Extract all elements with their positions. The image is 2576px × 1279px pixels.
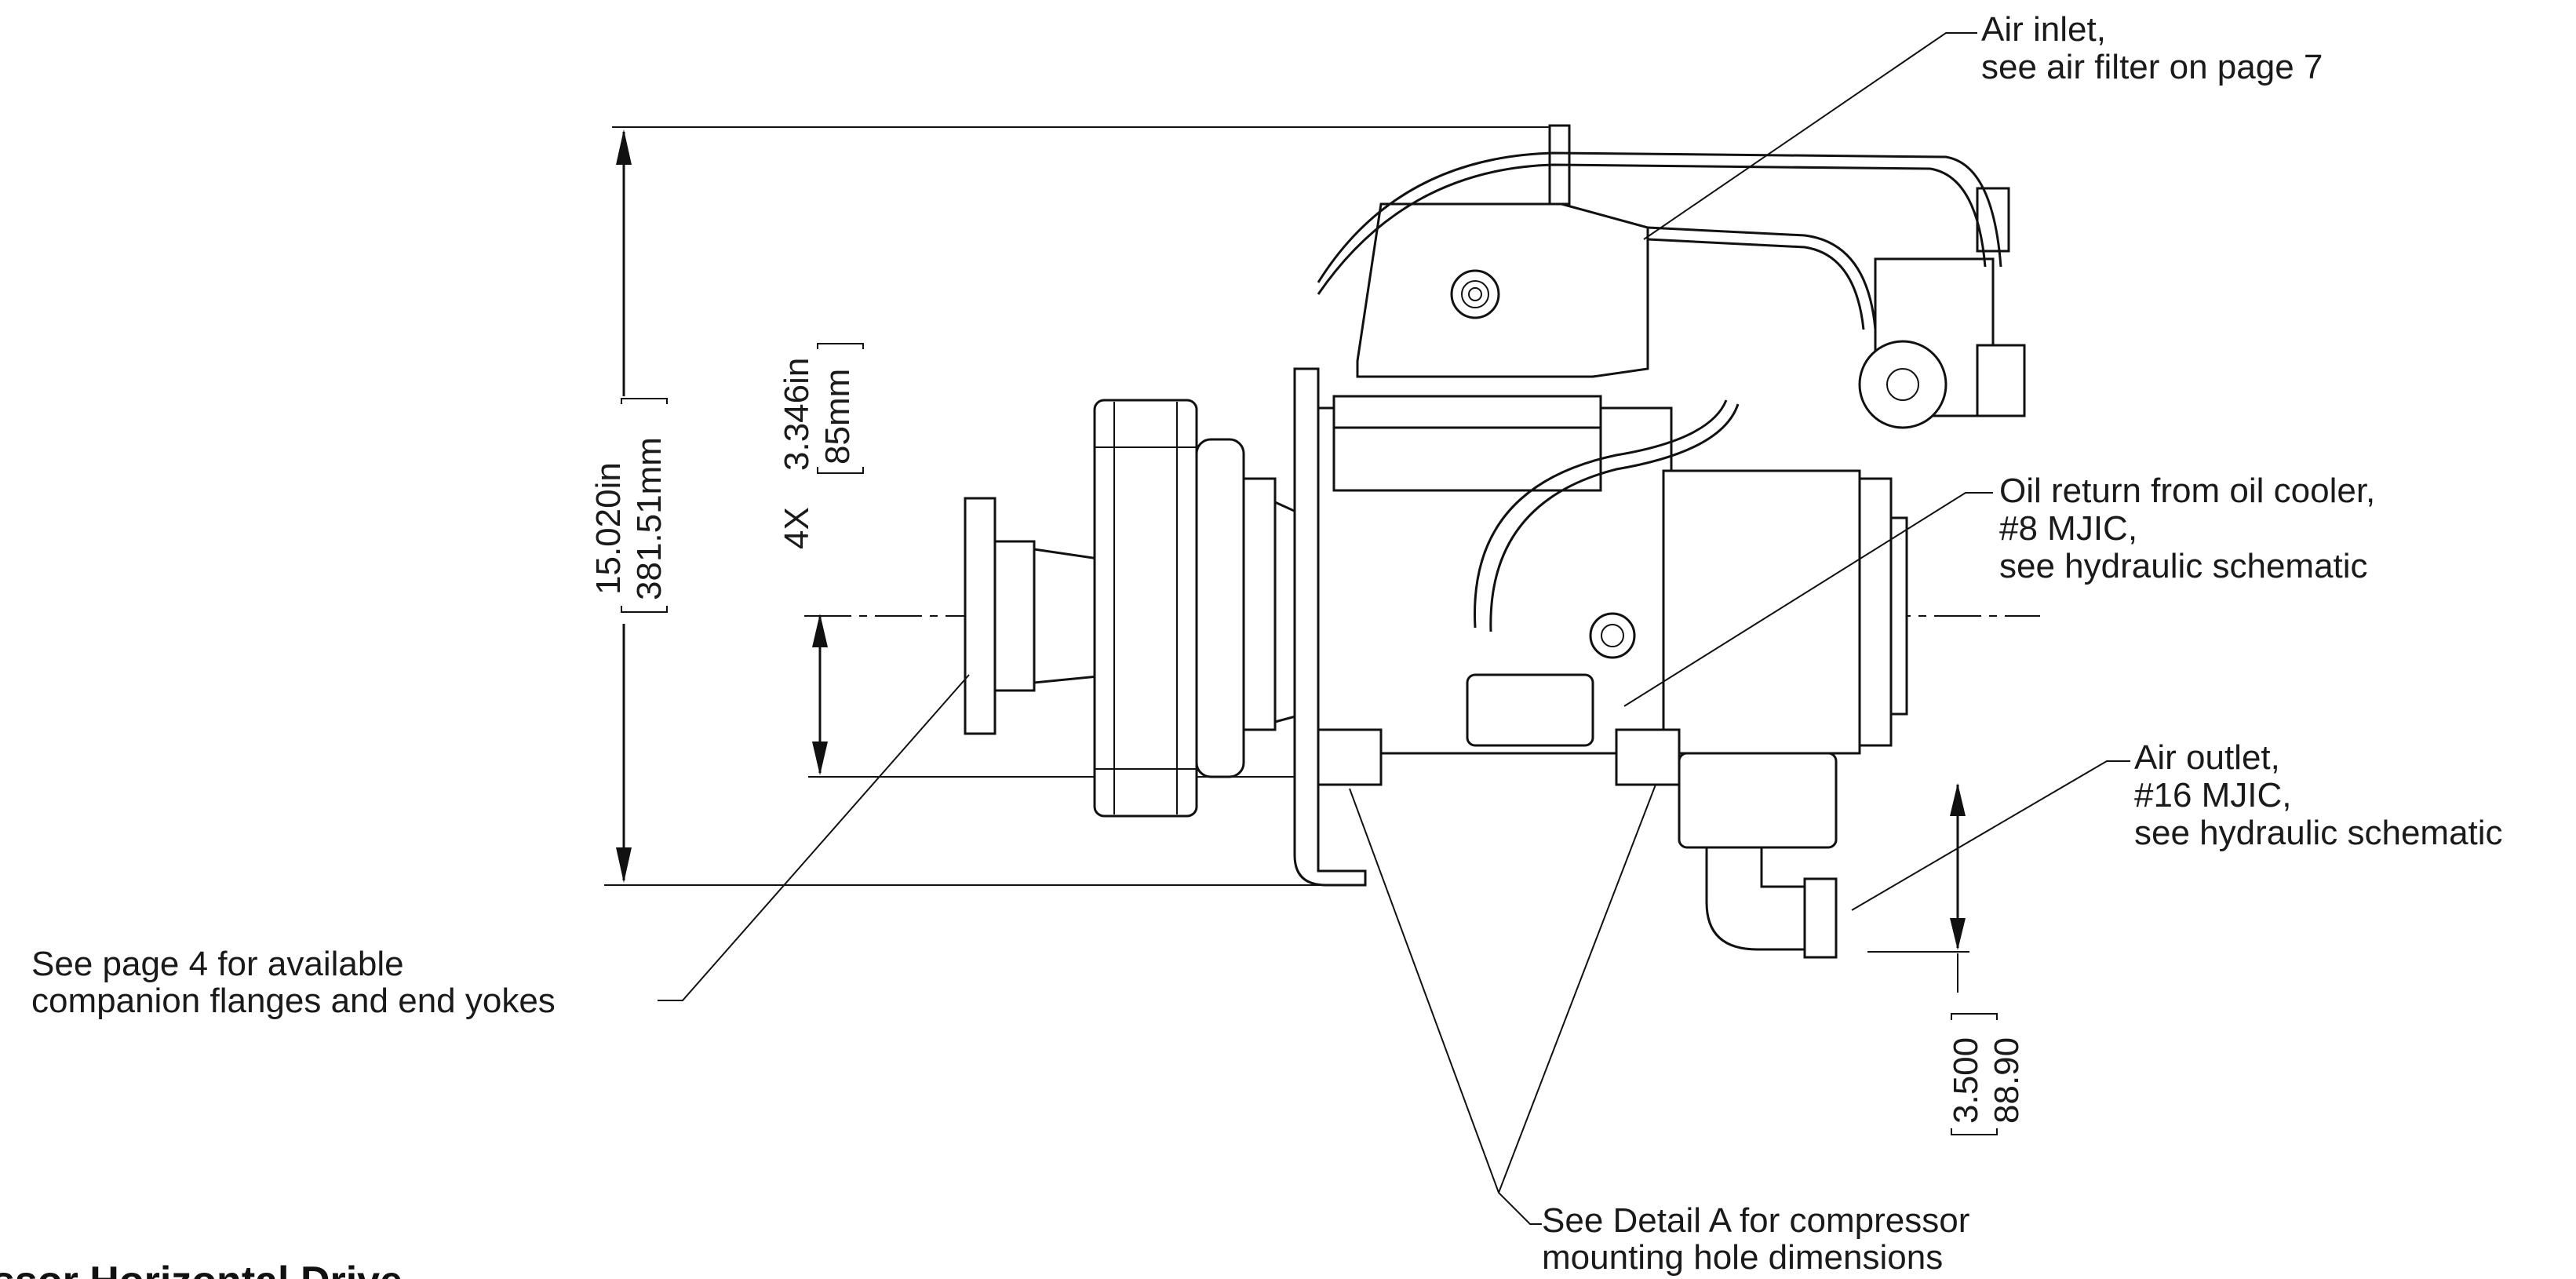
cylinder-head <box>1356 202 1649 378</box>
air-outlet-callout: Air outlet, #16 MJIC, see hydraulic sche… <box>2134 738 2503 852</box>
mount-height-prefix: 4X <box>778 507 816 549</box>
outlet-block <box>1678 752 1838 849</box>
mounting-plate <box>1293 367 1367 887</box>
oil-return-fitting <box>1466 673 1594 747</box>
oil-return-callout: Oil return from oil cooler, #8 MJIC, see… <box>1999 472 2385 585</box>
mount-height-imperial: 3.346in <box>778 358 816 471</box>
outlet-offset-imperial: 3.500 <box>1947 1037 1985 1124</box>
mount-height-metric: 85mm <box>818 369 857 465</box>
drawing-title: ssor Horizontal Drive <box>0 1259 403 1279</box>
outlet-elbow <box>1705 846 1806 951</box>
air-hose <box>1317 151 2002 283</box>
mount-height-dimension: 4X 3.346in 85mm <box>778 343 1334 778</box>
air-inlet-callout: Air inlet, see air filter on page 7 <box>1981 10 2323 86</box>
overall-height-dimension: 15.020in 381.51mm <box>589 126 1558 886</box>
overall-height-imperial: 15.020in <box>589 462 628 595</box>
oil-hose <box>1474 399 1728 629</box>
flanges-callout: See page 4 for available companion flang… <box>31 945 556 1020</box>
drive-pulley <box>1093 399 1198 818</box>
outlet-offset-dimension: 3.500 88.90 <box>1867 783 2026 1135</box>
outlet-offset-metric: 88.90 <box>1988 1037 2026 1124</box>
detail-a-callout: See Detail A for compressor mounting hol… <box>1542 1201 1980 1277</box>
companion-flange <box>964 497 997 735</box>
leader-lines <box>658 32 2130 1225</box>
compressor-body <box>964 124 2026 959</box>
overall-height-metric: 381.51mm <box>630 437 669 600</box>
gearbox-housing <box>1662 469 1861 755</box>
